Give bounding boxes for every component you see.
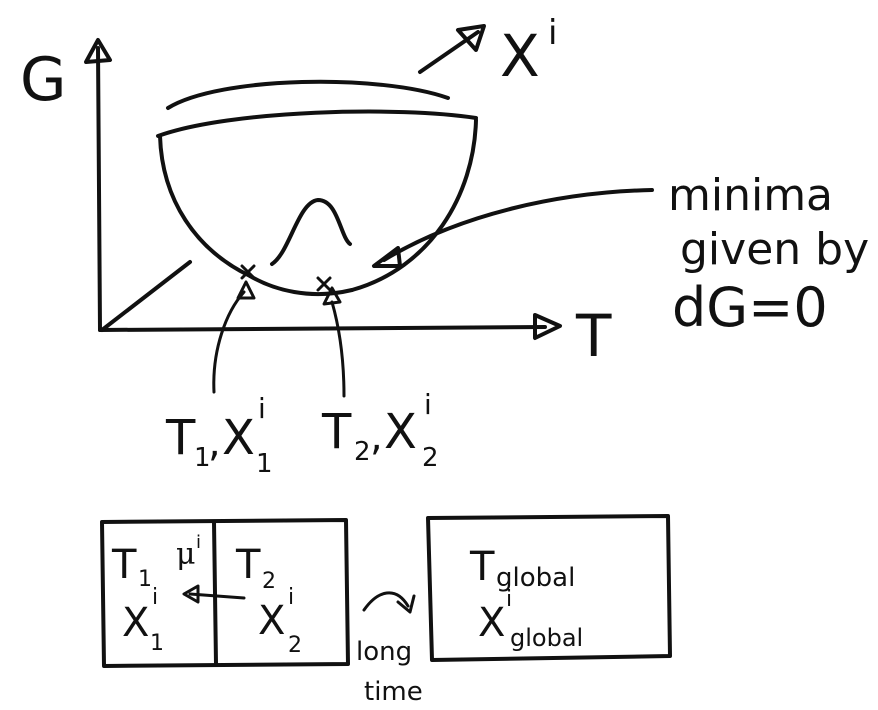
transition-arrow (362, 591, 410, 612)
annotation-pointer (382, 188, 654, 262)
transition-line-1: long (356, 637, 412, 667)
box1-x-sup: i (152, 585, 158, 610)
local-barrier (270, 198, 352, 266)
left-box-divider (212, 520, 218, 666)
bowl-rim-front (156, 109, 478, 138)
global-x-sub: global (510, 624, 583, 652)
bowl-rim-back (166, 79, 450, 110)
box2-x-sup: i (288, 585, 294, 610)
box2-x: X (258, 598, 285, 644)
global-x-sup: i (506, 587, 512, 612)
bowl-left-side (158, 134, 252, 278)
p2-sep: , (370, 414, 383, 460)
p2-t-sub: 2 (354, 437, 371, 467)
y-axis-arrowhead (84, 38, 112, 64)
p1-pointer-head (236, 280, 256, 300)
bowl-bottom (248, 274, 354, 297)
p1-x: X (222, 410, 255, 466)
global-x: X (478, 600, 505, 646)
p1-x-sup: i (258, 392, 266, 425)
right-box (426, 514, 672, 662)
global-t-sub: global (496, 563, 575, 593)
left-box (100, 518, 350, 668)
annotation-line-1: minima (668, 170, 833, 221)
box1-t: T (111, 542, 137, 588)
x-axis-label: T (575, 302, 612, 370)
exchange-arrowhead (182, 584, 200, 604)
p2-x: X (384, 404, 417, 460)
xi-direction-arrow (418, 30, 480, 74)
box2-t: T (235, 542, 261, 588)
box1-t-sub: 1 (138, 567, 152, 592)
box2-t-sub: 2 (262, 569, 276, 594)
annotation-line-3: dG=0 (672, 276, 828, 339)
p1-sep: , (208, 420, 221, 466)
y-axis-label: G (20, 45, 67, 115)
p2-x-sub: 2 (422, 443, 439, 473)
chemical-potential-mu-sup: i (196, 532, 201, 553)
p2-pointer (330, 300, 346, 398)
transition-arrowhead (396, 594, 416, 614)
box2-x-sub: 2 (288, 633, 302, 658)
box1-x: X (122, 600, 149, 646)
annotation-line-2: given by (680, 224, 869, 275)
minimum-2-marker (316, 276, 332, 292)
p2-x-sup: i (424, 388, 432, 421)
x-axis (98, 325, 547, 332)
xi-arrowhead (456, 24, 486, 52)
transition-line-2: time (364, 677, 423, 707)
p2-t: T (321, 404, 352, 460)
p2-pointer-head (322, 286, 342, 306)
p1-x-sub: 1 (256, 449, 273, 479)
annotation-pointer-head (372, 246, 402, 268)
minimum-1-marker (240, 264, 256, 280)
bowl-right-side (350, 118, 478, 292)
global-t: T (469, 544, 495, 590)
xi-label: X (500, 22, 540, 90)
depth-axis (100, 260, 192, 332)
x-axis-arrowhead (533, 313, 562, 340)
box1-x-sub: 1 (150, 631, 164, 656)
p1-t: T (165, 410, 196, 466)
p1-pointer (212, 290, 246, 394)
p1-t-sub: 1 (194, 443, 211, 473)
xi-label-superscript: i (548, 13, 557, 53)
chemical-potential-mu: μ (176, 537, 196, 572)
y-axis (96, 46, 102, 332)
